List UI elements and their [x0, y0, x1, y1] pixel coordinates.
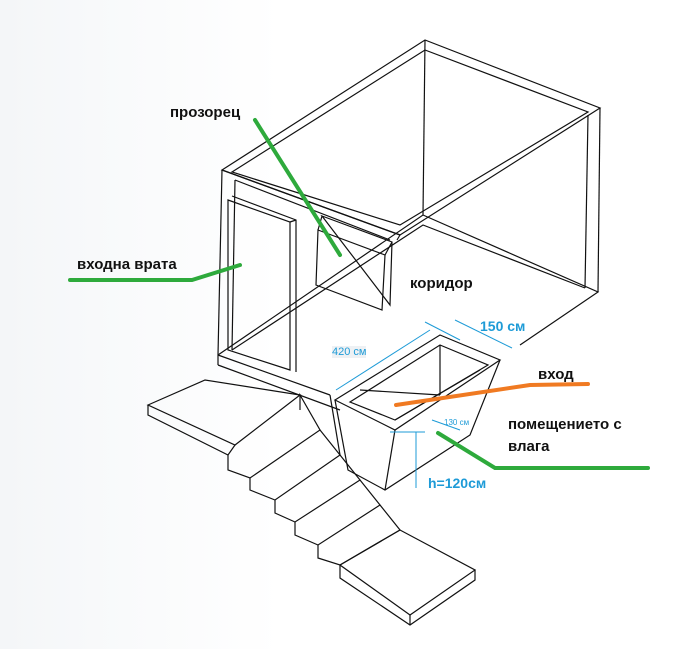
- label-corridor: коридор: [410, 275, 473, 292]
- entrance-leader: [394, 382, 590, 407]
- building-wireframe: [146, 39, 602, 626]
- label-wet-room: помещението с влага: [508, 416, 622, 455]
- door-leader: [68, 263, 242, 282]
- dimension-length: 420 см: [332, 346, 367, 358]
- dimension-width: 150 см: [480, 318, 526, 334]
- wet-room-leader: [436, 431, 650, 470]
- door-outline: [227, 199, 291, 371]
- dimension-height: h=120см: [428, 475, 487, 491]
- stair-lower-landing: [338, 529, 477, 616]
- dimension-inner-width: 130 см: [444, 418, 470, 427]
- label-window: прозорец: [170, 104, 241, 121]
- window-leader: [253, 118, 342, 257]
- label-entrance-door: входна врата: [77, 256, 177, 273]
- roof-outline: [220, 39, 602, 236]
- dimension-lines: [335, 319, 513, 488]
- label-entrance: вход: [538, 366, 574, 383]
- stair-landing: [146, 379, 302, 446]
- window-outline: [315, 229, 386, 311]
